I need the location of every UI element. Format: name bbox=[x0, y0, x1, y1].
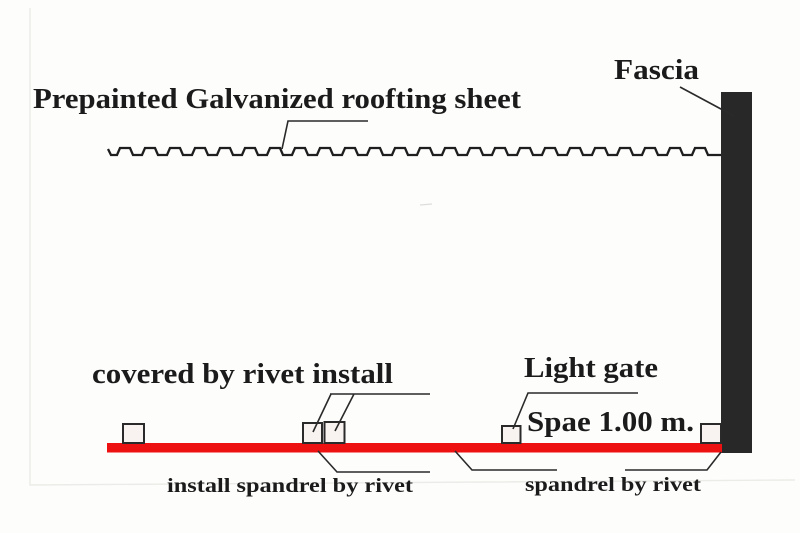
leader-roofing-sheet bbox=[281, 120, 368, 150]
fascia-board bbox=[721, 92, 752, 453]
smudge-artifact bbox=[419, 203, 433, 206]
label-spacing: Spae 1.00 m. bbox=[527, 406, 694, 438]
label-spandrel-rivet: spandrel by rivet bbox=[525, 474, 701, 496]
label-install-spandrel: install spandrel by rivet bbox=[167, 475, 413, 497]
leader-fascia bbox=[679, 86, 735, 117]
leader-light-gate-spacing bbox=[512, 392, 638, 430]
label-light-gate: Light gate bbox=[524, 353, 658, 384]
spandrel-strip bbox=[107, 443, 722, 453]
leader-covered-rivet bbox=[312, 393, 430, 433]
label-roofing-sheet: Prepainted Galvanized roofting sheet bbox=[33, 84, 522, 115]
rivet-square-2 bbox=[302, 422, 323, 444]
rivet-square-4 bbox=[501, 425, 522, 444]
rivet-square-3 bbox=[323, 421, 346, 444]
corrugated-sheet bbox=[106, 146, 721, 157]
label-covered-rivet: covered by rivet install bbox=[92, 359, 393, 390]
leader-spandrel-left bbox=[454, 450, 557, 471]
rivet-square-1 bbox=[122, 423, 145, 444]
faint-frame-lines bbox=[29, 8, 796, 486]
leader-spandrel-right bbox=[625, 451, 722, 471]
leader-install-spandrel bbox=[317, 450, 430, 473]
label-fascia: Fascia bbox=[614, 55, 699, 86]
rivet-square-5 bbox=[700, 423, 722, 444]
